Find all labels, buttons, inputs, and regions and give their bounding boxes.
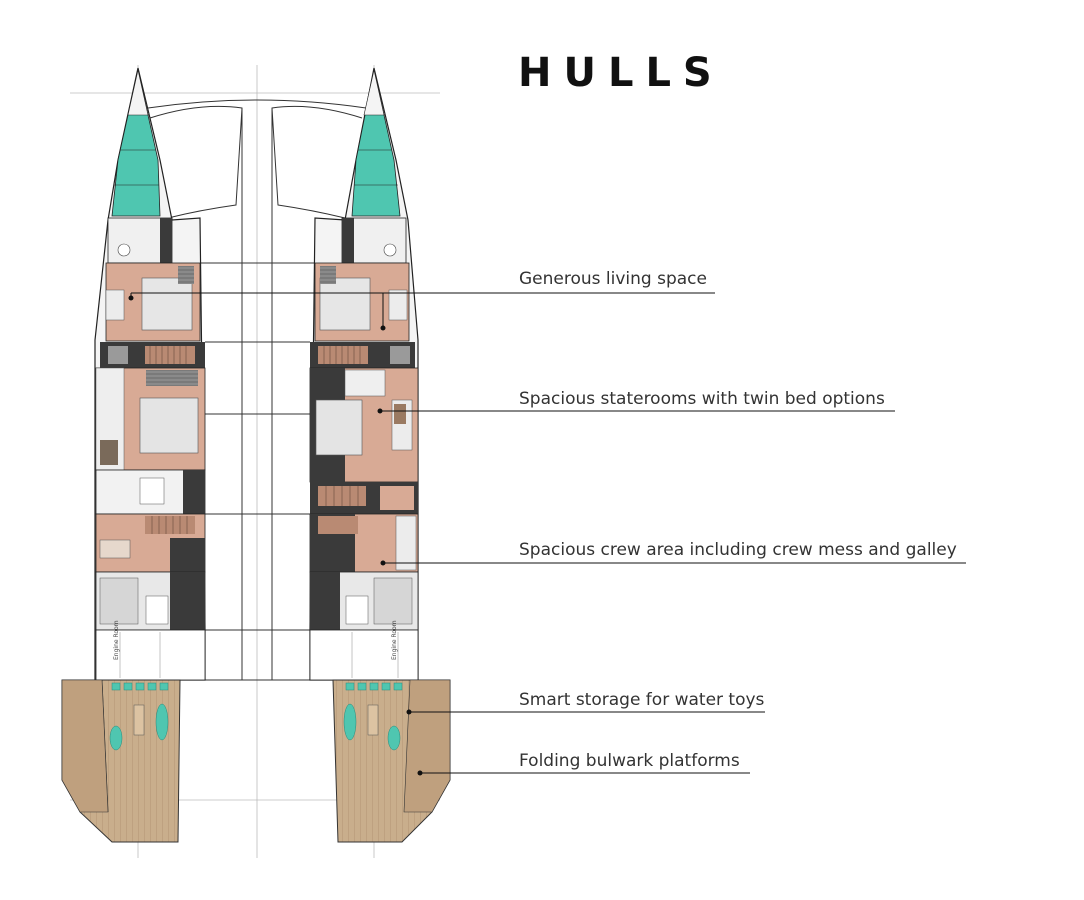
- engine-room-label-left: Engine Room: [113, 620, 120, 660]
- page-title: HULLS: [518, 50, 724, 96]
- callout-generous-living-space: Generous living space: [519, 269, 707, 289]
- callout-lines: [130, 292, 966, 774]
- engine-room-label-right: Engine Room: [391, 620, 398, 660]
- bridge-deck: [147, 99, 367, 681]
- callout-folding-bulwark: Folding bulwark platforms: [519, 751, 740, 771]
- callout-crew-area: Spacious crew area including crew mess a…: [519, 540, 957, 560]
- right-hull: Engine Room: [309, 67, 451, 843]
- callout-staterooms: Spacious staterooms with twin bed option…: [519, 389, 885, 409]
- callout-water-toys-storage: Smart storage for water toys: [519, 690, 765, 710]
- left-hull: Engine Room: [61, 67, 206, 843]
